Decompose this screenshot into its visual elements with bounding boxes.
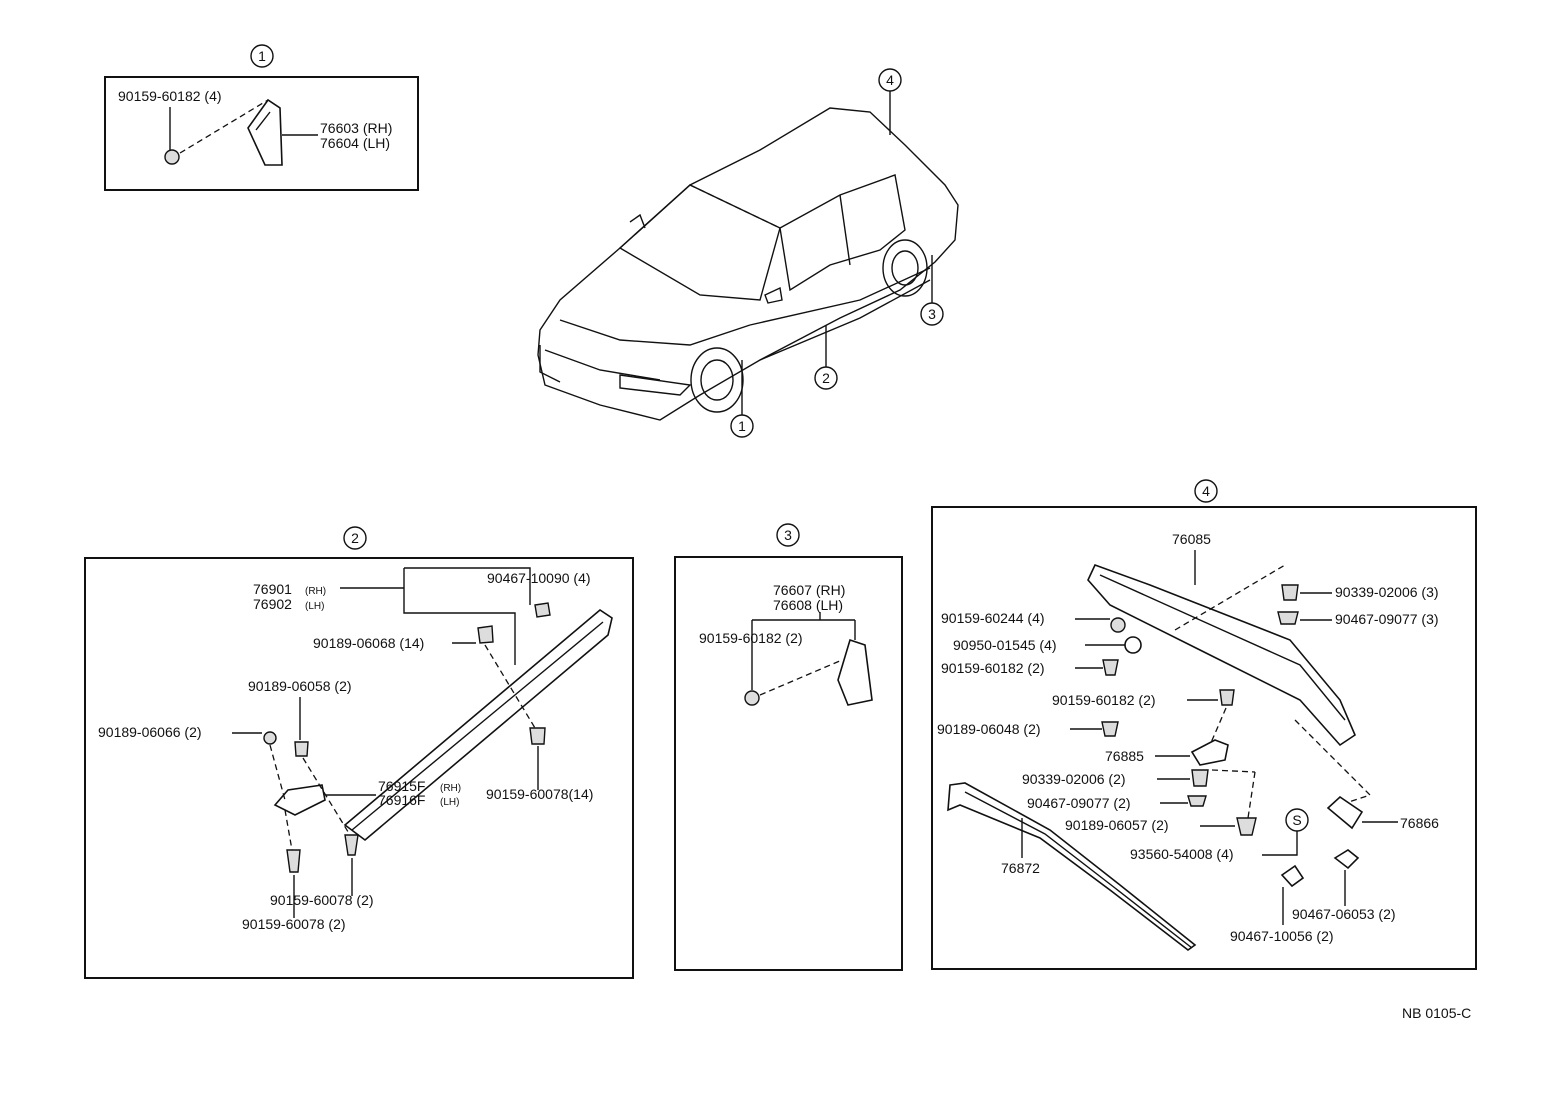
label-9: 90339-02006 (2) (1022, 771, 1126, 787)
part-label-rh: 76603 (RH) (320, 120, 392, 136)
svg-text:2: 2 (822, 370, 830, 386)
bolt-label: 90159-60182 (4) (118, 88, 222, 104)
label-2: 90467-09077 (3) (1335, 611, 1439, 627)
part-label-lh: 76604 (LH) (320, 135, 390, 151)
svg-text:(RH): (RH) (305, 586, 326, 597)
clip-label-c: 90189-06058 (2) (248, 678, 352, 694)
bracket-icon (1326, 795, 1364, 830)
svg-text:1: 1 (258, 48, 266, 64)
nut-icon (1191, 769, 1209, 787)
label-15: 90467-06053 (2) (1292, 906, 1396, 922)
diagram-code: NB 0105-C (1402, 1005, 1471, 1021)
rear-spoiler-icon (1087, 563, 1356, 747)
label-3: 90159-60244 (4) (941, 610, 1045, 626)
bolt-icon (744, 690, 760, 706)
section-4-header: 4 (1194, 479, 1218, 503)
part-label-rh: 76607 (RH) (773, 582, 845, 598)
clip-icon (1333, 849, 1360, 870)
callout-4-top[interactable]: 4 (878, 68, 902, 135)
screw-label-a: 90159-60078(14) (486, 786, 593, 802)
label-7: 90189-06048 (2) (937, 721, 1041, 737)
svg-text:3: 3 (784, 527, 792, 543)
screw-icon (1219, 689, 1235, 706)
end-piece-icon (273, 784, 326, 816)
svg-text:(LH): (LH) (305, 601, 324, 612)
section-1-header: 1 (250, 44, 274, 68)
callout-3-top[interactable]: 3 (920, 255, 944, 326)
clip-icon (1101, 721, 1119, 737)
section-1-box (104, 76, 419, 191)
label-13: 76866 (1400, 815, 1439, 831)
section-3-header: 3 (776, 523, 800, 547)
washer-icon (1187, 795, 1207, 807)
svg-text:4: 4 (886, 72, 894, 88)
svg-text:(LH): (LH) (440, 797, 459, 808)
section-3-box (674, 556, 903, 971)
svg-text:2: 2 (351, 530, 359, 546)
label-4: 90950-01545 (4) (953, 637, 1057, 653)
clip-icon-a (534, 602, 551, 618)
molding-lh-label: 76902 (253, 596, 292, 612)
part-label-lh: 76608 (LH) (773, 597, 843, 613)
svg-text:(RH): (RH) (440, 783, 461, 794)
callout-1-top[interactable]: 1 (730, 360, 754, 438)
callout-2-top[interactable]: 2 (814, 325, 838, 390)
label-5: 90159-60182 (2) (941, 660, 1045, 676)
label-6: 90159-60182 (2) (1052, 692, 1156, 708)
clip-icon-d (263, 731, 277, 745)
svg-text:S: S (1292, 812, 1301, 828)
bolt-icon (164, 149, 180, 165)
molding-rh-label: 76901 (253, 581, 292, 597)
svg-text:1: 1 (738, 418, 746, 434)
end-label-lh: 76916F (378, 792, 425, 808)
section-2-header: 2 (343, 526, 367, 550)
label-14: 76872 (1001, 860, 1040, 876)
washer-icon (1277, 611, 1299, 625)
clip-label-d: 90189-06066 (2) (98, 724, 202, 740)
bolt-label: 90159-60182 (2) (699, 630, 803, 646)
nut-icon (1281, 584, 1299, 601)
label-12: 93560-54008 (4) (1130, 846, 1234, 862)
screw-icon-b (344, 834, 359, 856)
spoiler-label: 76085 (1172, 531, 1211, 547)
clip-icon-b (477, 625, 494, 644)
mudguard-icon (247, 98, 283, 166)
side-rail-icon (947, 782, 1197, 951)
label-10: 90467-09077 (2) (1027, 795, 1131, 811)
cap-icon (1124, 636, 1142, 654)
screw-label-b: 90159-60078 (2) (270, 892, 374, 908)
clip-label-b: 90189-06068 (14) (313, 635, 424, 651)
clip-icon (1280, 864, 1305, 888)
label-8: 76885 (1105, 748, 1144, 764)
clip-icon-c (294, 741, 309, 757)
clip-icon (1236, 817, 1257, 836)
svg-text:3: 3 (928, 306, 936, 322)
label-1: 90339-02006 (3) (1335, 584, 1439, 600)
section-4-box (931, 506, 1477, 970)
screw-icon (1102, 659, 1119, 676)
screw-icon-c (286, 849, 301, 873)
car-illustration (537, 107, 959, 421)
end-label-rh: 76915F (378, 778, 425, 794)
clip-label-a: 90467-10090 (4) (487, 570, 591, 586)
screw-icon-a (529, 727, 546, 745)
label-16: 90467-10056 (2) (1230, 928, 1334, 944)
svg-text:4: 4 (1202, 483, 1210, 499)
bolt-icon (1110, 617, 1126, 633)
section-2-box (84, 557, 634, 979)
bracket-icon (1190, 739, 1229, 766)
screw-label-c: 90159-60078 (2) (242, 916, 346, 932)
label-11: 90189-06057 (2) (1065, 817, 1169, 833)
mudguard-icon (837, 638, 873, 706)
